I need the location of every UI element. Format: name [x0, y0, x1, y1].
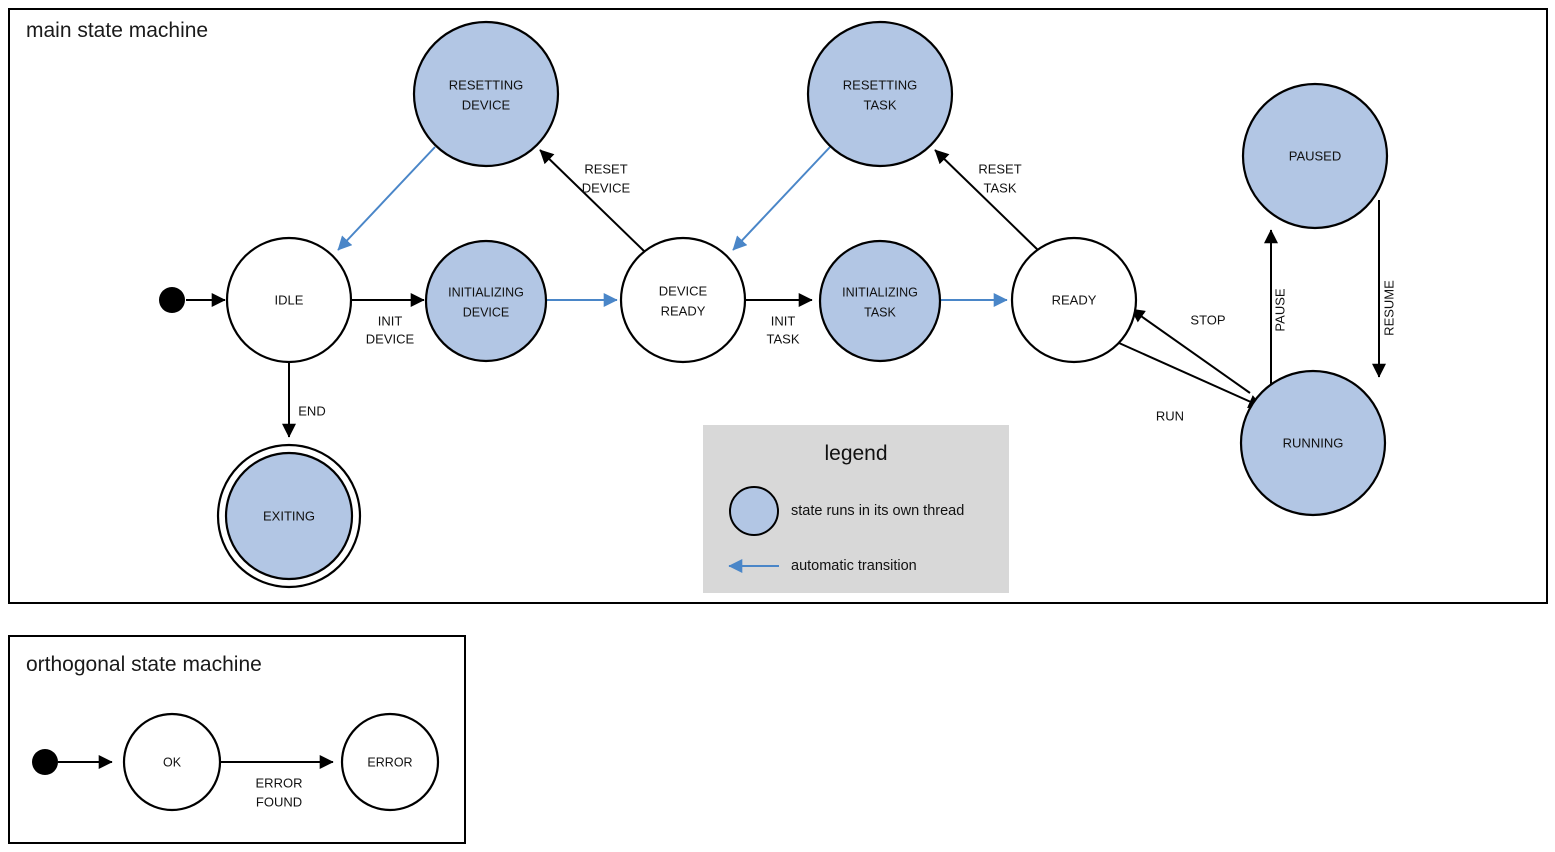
- edge-label-reset-task-line2: TASK: [984, 180, 1017, 195]
- state-node-paused[interactable]: PAUSED: [1241, 82, 1389, 230]
- edge-label-end: END: [298, 403, 325, 418]
- legend-item-thread-state-label: state runs in its own thread: [791, 503, 964, 519]
- state-label-paused: PAUSED: [1289, 148, 1342, 163]
- state-label-device-ready-line2: READY: [661, 303, 706, 318]
- state-circle-exiting[interactable]: [224, 451, 354, 581]
- state-label-ready: READY: [1052, 292, 1097, 307]
- edge-resetting-device-to-idle: [337, 146, 436, 251]
- state-node-initializing-task[interactable]: INITIALIZING TASK: [818, 239, 942, 363]
- edge-label-run: RUN: [1156, 408, 1184, 423]
- edge-ready-to-resetting-task: [934, 149, 1041, 253]
- state-label-exiting: EXITING: [263, 508, 315, 523]
- state-circle-initializing-device[interactable]: [424, 239, 548, 363]
- state-circle-ok[interactable]: [122, 712, 222, 812]
- state-node-device-ready[interactable]: DEVICE READY: [619, 236, 747, 364]
- state-node-error[interactable]: ERROR: [340, 712, 440, 812]
- state-circle-running[interactable]: [1239, 369, 1387, 517]
- state-label-resetting-device-line1: RESETTING: [449, 77, 523, 92]
- state-label-resetting-device-line2: DEVICE: [462, 97, 511, 112]
- edge-label-init-device-line2: DEVICE: [366, 331, 415, 346]
- state-label-idle: IDLE: [275, 292, 304, 307]
- state-node-exiting[interactable]: EXITING: [216, 443, 362, 589]
- state-node-idle[interactable]: IDLE: [225, 236, 353, 364]
- state-node-resetting-task[interactable]: RESETTING TASK: [806, 20, 954, 168]
- state-circle-device-ready[interactable]: [619, 236, 747, 364]
- edge-label-init-task-line2: TASK: [767, 331, 800, 346]
- legend-thread-state-swatch-icon: [729, 486, 779, 536]
- state-node-initializing-device[interactable]: INITIALIZING DEVICE: [424, 239, 548, 363]
- state-label-initializing-device-line2: DEVICE: [463, 305, 510, 319]
- state-circle-ready[interactable]: [1010, 236, 1138, 364]
- state-circle-resetting-device[interactable]: [412, 20, 560, 168]
- state-label-resetting-task-line2: TASK: [864, 97, 897, 112]
- state-label-device-ready-line1: DEVICE: [659, 283, 708, 298]
- state-label-initializing-device-line1: INITIALIZING: [448, 285, 524, 299]
- state-circle-paused[interactable]: [1241, 82, 1389, 230]
- edge-label-resume: RESUME: [1381, 280, 1396, 336]
- state-label-initializing-task-line1: INITIALIZING: [842, 285, 918, 299]
- state-circle-exiting-outer: [216, 443, 362, 589]
- edge-running-to-ready: [1130, 308, 1251, 394]
- state-node-running[interactable]: RUNNING: [1239, 369, 1387, 517]
- orthogonal-transitions-layer: ERROR FOUND: [58, 755, 334, 809]
- edge-label-reset-device-line1: RESET: [584, 161, 627, 176]
- state-node-ok[interactable]: OK: [122, 712, 222, 812]
- state-node-resetting-device[interactable]: RESETTING DEVICE: [412, 20, 560, 168]
- legend-item-automatic-transition-label: automatic transition: [791, 558, 917, 574]
- edge-label-reset-device-line2: DEVICE: [582, 180, 631, 195]
- state-node-ready[interactable]: READY: [1010, 236, 1138, 364]
- main-states-layer: RESETTING DEVICE RESETTING TASK PAUSED I…: [159, 20, 1389, 589]
- orthogonal-frame-title: orthogonal state machine: [26, 653, 262, 676]
- state-label-error: ERROR: [367, 755, 412, 769]
- state-circle-idle[interactable]: [225, 236, 353, 364]
- edge-label-reset-task-line1: RESET: [978, 161, 1021, 176]
- state-label-initializing-task-line2: TASK: [864, 305, 896, 319]
- initial-state-marker: [159, 287, 185, 313]
- edge-label-pause: PAUSE: [1272, 288, 1287, 331]
- legend: legend state runs in its own thread auto…: [703, 425, 1009, 593]
- edge-label-error-found-line1: ERROR: [256, 775, 303, 790]
- state-circle-initializing-task[interactable]: [818, 239, 942, 363]
- state-circle-error[interactable]: [340, 712, 440, 812]
- main-transitions-layer: INIT DEVICE RESET DEVICE INIT TASK RESET…: [186, 146, 1396, 438]
- edge-label-init-device-line1: INIT: [378, 313, 403, 328]
- main-frame-title: main state machine: [26, 19, 208, 42]
- legend-title: legend: [824, 442, 887, 465]
- edge-label-init-task-line1: INIT: [771, 313, 796, 328]
- edge-device-ready-to-resetting-device: [539, 149, 646, 253]
- orthogonal-states-layer: OK ERROR: [32, 712, 440, 812]
- state-label-ok: OK: [163, 755, 182, 769]
- edge-ready-to-running: [1118, 342, 1263, 408]
- state-circle-resetting-task[interactable]: [806, 20, 954, 168]
- state-label-resetting-task-line1: RESETTING: [843, 77, 917, 92]
- edge-label-error-found-line2: FOUND: [256, 794, 302, 809]
- edge-label-stop: STOP: [1190, 312, 1225, 327]
- edge-resetting-task-to-device-ready: [732, 146, 831, 251]
- orthogonal-initial-state-marker: [32, 749, 58, 775]
- state-label-running: RUNNING: [1283, 435, 1344, 450]
